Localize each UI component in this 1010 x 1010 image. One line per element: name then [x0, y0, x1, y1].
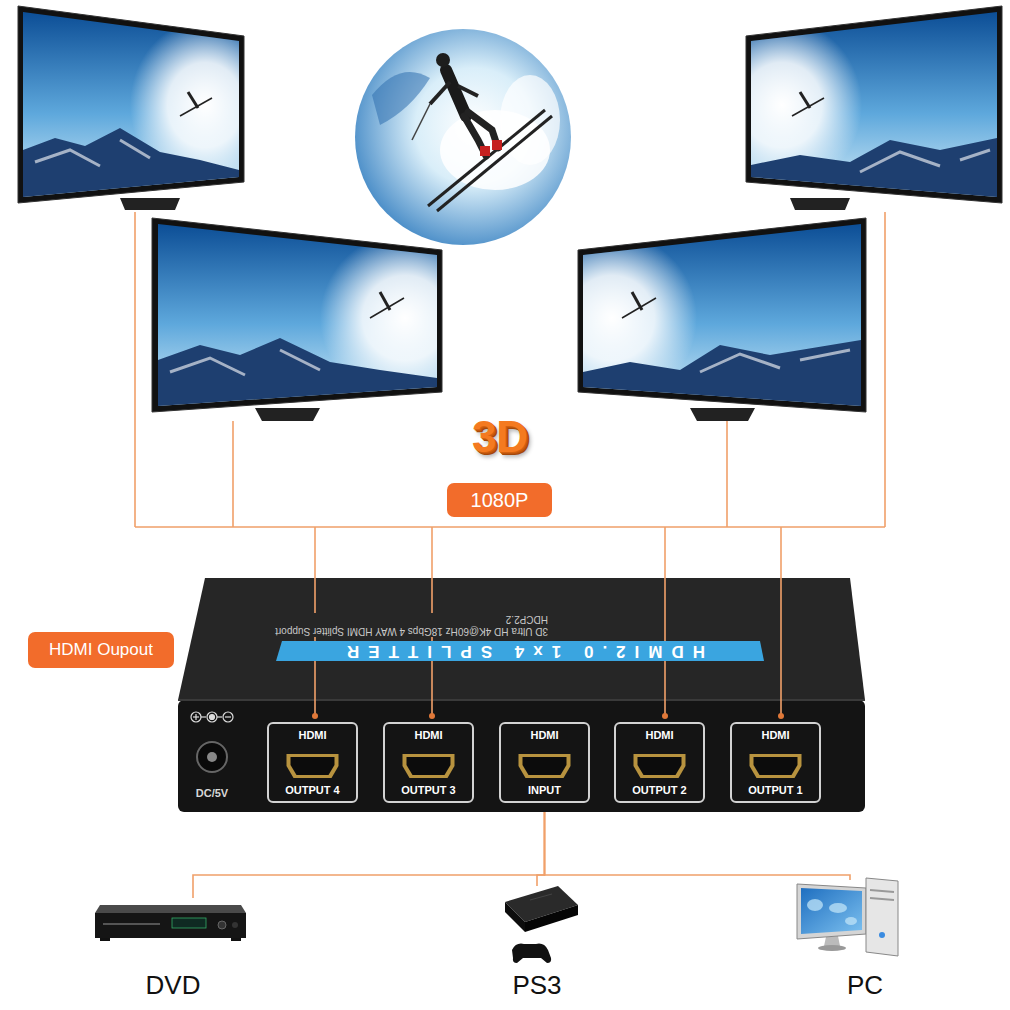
hdmi-socket [403, 754, 455, 778]
port-heading: HDMI [414, 729, 442, 742]
skier-arm [430, 82, 450, 104]
source-device: DVD [88, 898, 258, 1004]
tv-stand [690, 408, 755, 421]
source-device: PS3 [488, 886, 586, 1004]
hdmi-port: HDMI INPUT [499, 722, 590, 803]
polarity-symbol [191, 712, 233, 722]
splitter-front-face [178, 700, 865, 812]
hdmi-port: HDMI OUTPUT 4 [267, 722, 358, 803]
tv-screen [527, 224, 861, 410]
skier-arm [458, 86, 478, 96]
port-heading: HDMI [530, 729, 558, 742]
hdmi-port: HDMI OUTPUT 3 [383, 722, 474, 803]
tv-set [527, 218, 866, 421]
hdmi-socket [287, 754, 339, 778]
3d-logo-box: 3D [430, 412, 570, 462]
hdmi-socket [634, 754, 686, 778]
dvd-player-icon [95, 905, 246, 941]
port-heading: HDMI [298, 729, 326, 742]
hdmi-port: HDMI OUTPUT 1 [730, 722, 821, 803]
console-icon [505, 886, 578, 963]
hdmi-socket [519, 754, 571, 778]
tv-stand [790, 198, 850, 210]
tv-screen [702, 12, 997, 200]
output-wire [135, 212, 885, 578]
wire-dot [662, 713, 668, 719]
splitter-top-face [178, 578, 865, 700]
badge-text: 1080P [471, 488, 529, 512]
sky-patch [372, 72, 430, 125]
input-cable [193, 803, 545, 898]
device-label: PS3 [512, 970, 561, 1000]
picture-orb [355, 29, 571, 245]
spec-text: 3D Ultra HD 4K@60Hz 18Gbps 4 WAY HDMI Sp… [268, 613, 548, 637]
dc-jack [197, 742, 227, 772]
skier-body [446, 70, 466, 116]
wire-dot [778, 713, 784, 719]
tv-set [152, 218, 490, 421]
controller-icon [512, 944, 551, 963]
tv-set [18, 6, 280, 210]
tv-screen [158, 224, 490, 410]
resolution-badge: 1080P [447, 483, 552, 517]
hdmi-port: HDMI OUTPUT 2 [614, 722, 705, 803]
input-cable [537, 803, 545, 886]
hdmi-socket [750, 754, 802, 778]
dc-jack-pin [207, 752, 217, 762]
tv-stand [255, 408, 320, 421]
model-banner-text: HDMI2.0 1x4 SPLITTER [178, 640, 865, 662]
wire-dot [429, 713, 435, 719]
skier-picture [355, 29, 571, 245]
input-cable [545, 803, 851, 880]
skier-head [436, 53, 450, 67]
port-heading: HDMI [645, 729, 673, 742]
splitter-housing: HDMI2.0 1x4 SPLITTER 3D Ultra HD 4K@60Hz … [178, 578, 865, 812]
port-label: OUTPUT 2 [632, 784, 686, 797]
skier-boot [492, 140, 502, 150]
port-label: INPUT [528, 784, 561, 797]
wire-dot [312, 713, 318, 719]
ski-pole [412, 104, 430, 140]
device-label: DVD [146, 970, 201, 1000]
port-label: OUTPUT 3 [401, 784, 455, 797]
callout-text: HDMI Oupout [49, 640, 153, 660]
splitter-edge [178, 699, 865, 701]
port-heading: HDMI [761, 729, 789, 742]
tv-stand [120, 198, 180, 210]
port-label: OUTPUT 4 [285, 784, 339, 797]
ski [428, 110, 545, 206]
tv-set [702, 6, 1002, 210]
power-label: DC/5V [182, 786, 242, 800]
3d-logo: 3D [472, 412, 528, 461]
port-label: OUTPUT 1 [748, 784, 802, 797]
callout-badge: HDMI Oupout [28, 632, 174, 668]
tv-screen [23, 12, 280, 200]
skier-boot [480, 146, 490, 156]
computer-icon [797, 878, 898, 956]
source-device: PC [792, 880, 938, 1004]
device-label: PC [847, 970, 883, 1000]
